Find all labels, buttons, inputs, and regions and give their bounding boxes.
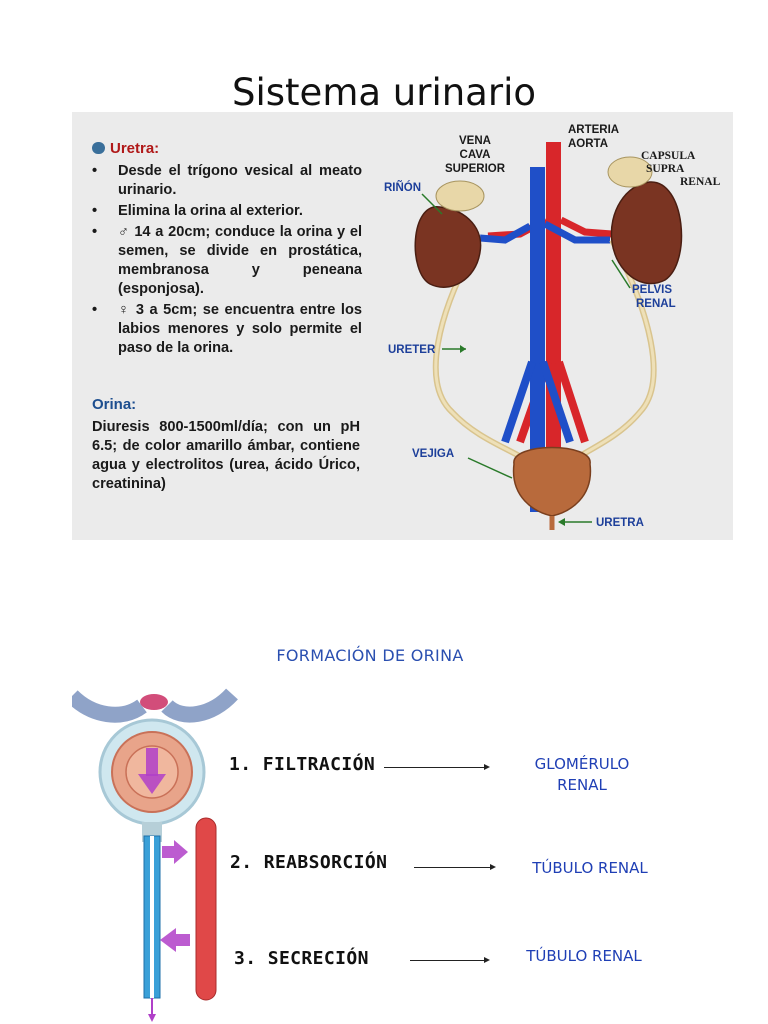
page-title: Sistema urinario <box>232 70 536 114</box>
right-adrenal-gland <box>607 156 653 188</box>
orina-heading: Orina: <box>92 396 137 413</box>
bladder <box>512 446 592 517</box>
list-item: ♂ 14 a 20cm; conduce la orina y el semen… <box>90 223 362 299</box>
arrow-icon <box>384 764 490 770</box>
left-adrenal-gland <box>435 180 485 212</box>
formation-title: FORMACIÓN DE ORINA <box>276 646 464 665</box>
label-rinon: RIÑÓN <box>384 181 421 194</box>
label-pelvis-renal: RENAL <box>636 298 676 310</box>
list-item: Elimina la orina al exterior. <box>90 202 362 221</box>
label-vena-cava: VENA <box>459 135 491 147</box>
urinary-system-illustration: VENA CAVA SUPERIOR ARTERIA AORTA CAPSULA… <box>384 124 721 530</box>
right-kidney <box>610 181 683 285</box>
step-filtracion: 1. FILTRACIÓN <box>229 754 376 775</box>
step-secrecion: 3. SECRECIÓN <box>234 948 369 969</box>
label-capsula-supra-renal: CAPSULA <box>641 150 696 162</box>
uretra-heading: Uretra: <box>92 140 159 157</box>
peritubular-capillary <box>195 817 217 1001</box>
list-item: Desde el trígono vesical al meato urinar… <box>90 162 362 200</box>
step-reabsorcion: 2. REABSORCIÓN <box>230 852 388 873</box>
reabsorption-arrow-icon <box>174 840 188 864</box>
target-tubulo-renal: TÚBULO RENAL <box>526 947 642 965</box>
label-arteria-aorta: AORTA <box>568 138 608 150</box>
label-vena-cava: CAVA <box>460 149 491 161</box>
arrow-icon <box>410 957 490 963</box>
label-uretra: URETRA <box>596 517 644 529</box>
excretion-arrow-icon <box>148 1014 156 1022</box>
nephron-illustration <box>72 688 238 1022</box>
vena-cava-vessel <box>530 167 545 512</box>
orina-description: Diuresis 800-1500ml/día; con un pH 6.5; … <box>92 419 360 492</box>
label-ureter: URETER <box>388 344 436 356</box>
tooth-bullet-icon <box>92 142 105 154</box>
label-capsula-supra-renal: SUPRA <box>646 163 685 175</box>
label-pelvis-renal: PELVIS <box>632 284 672 296</box>
filtration-arrow-icon <box>138 774 166 794</box>
label-vena-cava: SUPERIOR <box>445 163 506 175</box>
arrow-icon <box>414 864 496 870</box>
target-tubulo-renal: TÚBULO RENAL <box>532 859 648 877</box>
uretra-bullet-list: Desde el trígono vesical al meato urinar… <box>90 162 362 360</box>
secretion-arrow-icon <box>160 928 176 952</box>
label-arteria-aorta: ARTERIA <box>568 124 619 136</box>
label-capsula-supra-renal: RENAL <box>680 176 721 188</box>
list-item: ♀ 3 a 5cm; se encuentra entre los labios… <box>90 301 362 358</box>
left-kidney <box>414 206 482 288</box>
label-vejiga: VEJIGA <box>412 448 454 460</box>
target-glomerulo: GLOMÉRULO RENAL <box>534 755 630 794</box>
